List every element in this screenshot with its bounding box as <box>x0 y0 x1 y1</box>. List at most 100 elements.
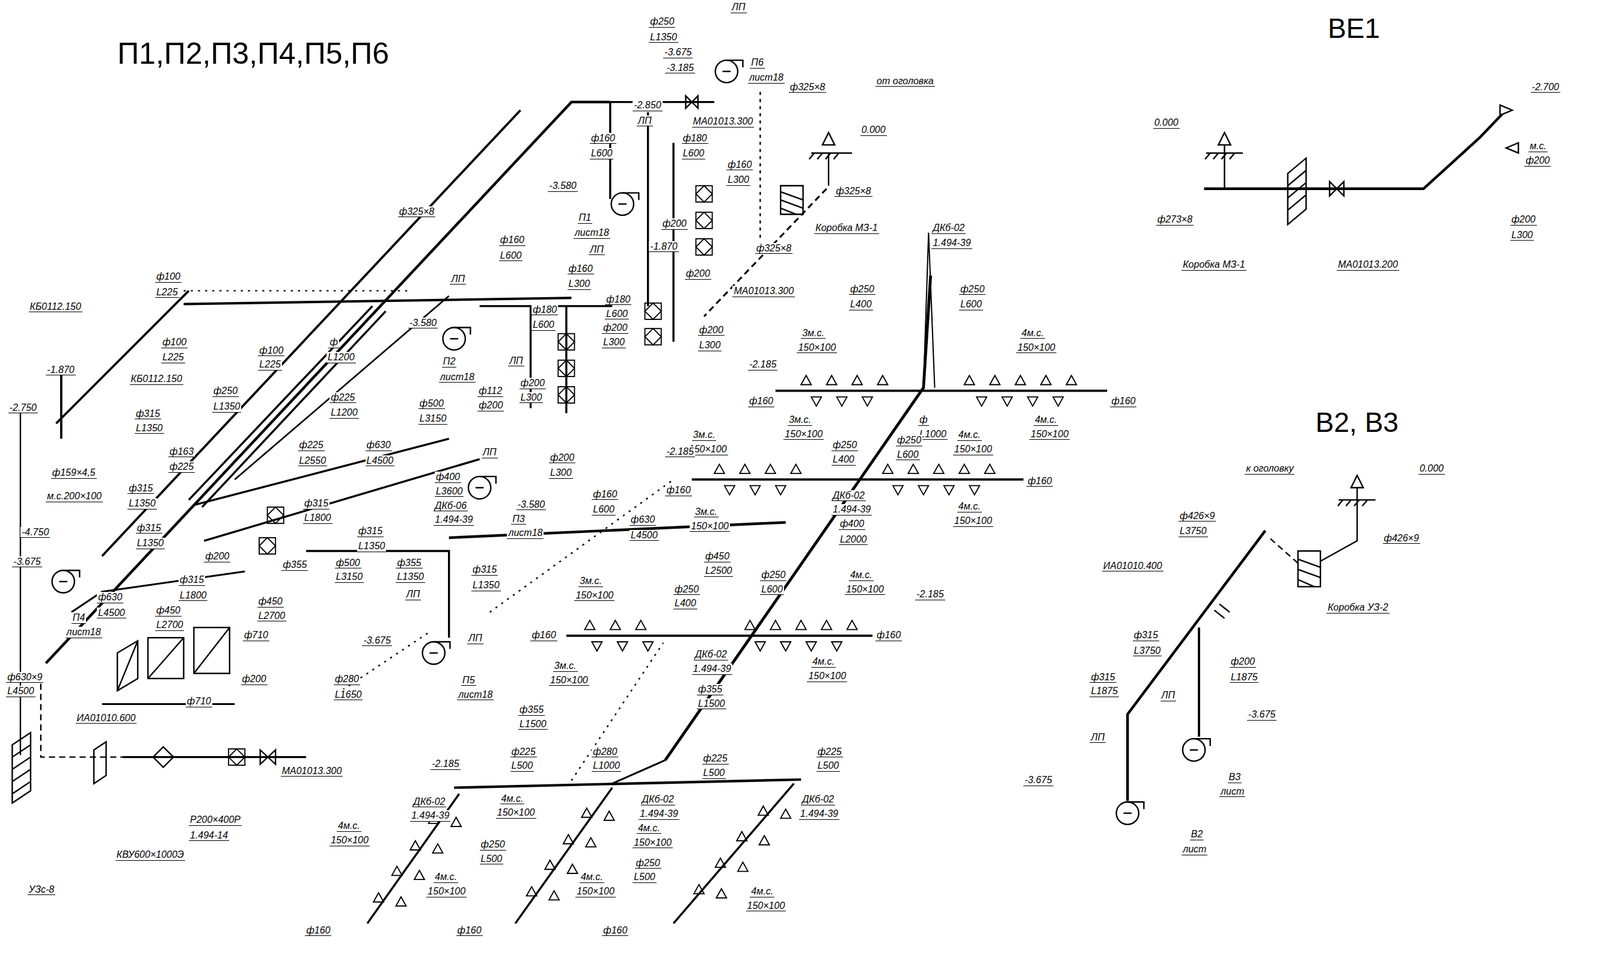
drawing-stroke <box>933 464 945 474</box>
drawing-stroke <box>645 303 662 320</box>
dimension-label: ф250 <box>634 857 662 869</box>
dimension-label: ф710 <box>242 629 270 641</box>
dimension-label: ф315 <box>134 408 162 420</box>
dimension-label: МА01013.300 <box>692 116 755 128</box>
dimension-label: ф315 <box>357 525 384 537</box>
dimension-label: ф355 <box>281 559 308 571</box>
dimension-label: ф280 <box>333 673 361 685</box>
drawing-stroke <box>548 890 560 900</box>
dimension-label: L1875 <box>1229 671 1260 684</box>
dimension-label: ЛП <box>730 1 747 14</box>
dimension-label: 150×100 <box>689 520 730 533</box>
dimension-label: ф225 <box>168 461 195 473</box>
drawing-stroke <box>716 888 727 898</box>
dimension-label: 150×100 <box>574 589 615 602</box>
dimension-label: ф315 <box>303 497 330 510</box>
dimension-label: ф159×4,5 <box>51 467 97 479</box>
dimension-label: ДКб-02 <box>831 490 866 502</box>
dimension-label: L1200 <box>326 351 356 364</box>
dimension-label: ф710 <box>185 695 213 708</box>
dimension-label: лист18 <box>65 626 103 638</box>
dimension-label: МА01013.200 <box>1336 259 1400 271</box>
dimension-label: ф163 <box>168 446 195 458</box>
dimension-label: 0.000 <box>1153 117 1180 129</box>
dimension-label: ЛП <box>467 632 484 644</box>
drawing-stroke <box>1197 627 1201 736</box>
dimension-label: лист18 <box>506 527 544 539</box>
dimension-label: ф500 <box>418 398 445 410</box>
drawing-stroke <box>267 506 284 524</box>
drawing-stroke <box>665 275 931 761</box>
dimension-label: ДКб-02 <box>931 222 966 234</box>
dimension-label: L1800 <box>178 589 209 602</box>
dimension-label: ф250 <box>849 283 876 296</box>
drawing-stroke <box>468 476 497 499</box>
dimension-label: ЛП <box>449 273 466 286</box>
drawing-stroke <box>12 732 31 803</box>
dimension-label: L3150 <box>334 571 365 583</box>
drawing-stroke <box>557 360 575 377</box>
drawing-stroke <box>822 132 835 145</box>
dimension-label: ф355 <box>395 557 423 569</box>
dimension-label: -2.750 <box>8 402 38 414</box>
dimension-label: ф630 <box>365 439 393 451</box>
dimension-label: ф400 <box>434 471 462 483</box>
dimension-label: L1200 <box>329 407 359 419</box>
dimension-label: ф100 <box>161 336 188 349</box>
dimension-label: L1000 <box>591 760 622 772</box>
dimension-label: L1350 <box>134 422 165 435</box>
dimension-label: ф200 <box>519 377 546 390</box>
drawing-stroke <box>228 748 245 765</box>
dimension-label: ф180 <box>604 294 632 306</box>
dimension-label: лист18 <box>456 689 494 701</box>
dimension-label: L400 <box>831 453 856 466</box>
drawing-stroke <box>892 485 904 495</box>
dimension-label: -2.185 <box>665 446 695 458</box>
dimension-label: 3м.с. <box>693 506 719 518</box>
dimension-label: ф160 <box>665 484 692 497</box>
drawing-stroke <box>744 619 756 629</box>
dimension-label: ф180 <box>681 132 709 145</box>
drawing-stroke <box>1182 738 1211 761</box>
drawing-stroke <box>821 619 832 629</box>
drawing-stroke <box>1214 603 1230 619</box>
dimension-label: L1650 <box>333 689 364 701</box>
drawing-stroke <box>122 755 307 758</box>
drawing-stroke <box>770 619 781 629</box>
dimension-label: L3600 <box>434 485 465 498</box>
dimension-label: ф315 <box>178 574 206 586</box>
drawing-stroke <box>758 805 769 815</box>
drawing-stroke <box>1052 396 1064 406</box>
dimension-label: 4м.с. <box>1020 327 1046 340</box>
dimension-label: L1350 <box>471 579 501 592</box>
drawing-stroke <box>775 389 1108 393</box>
dimension-label: ф160 <box>1109 395 1137 408</box>
dimension-label: -2.185 <box>747 358 778 371</box>
drawing-stroke <box>203 458 480 541</box>
drawing-stroke <box>117 640 138 691</box>
drawing-stroke <box>695 185 712 203</box>
dimension-label: 150×100 <box>844 583 886 596</box>
dimension-label: ф325×8 <box>755 242 793 255</box>
dimension-label: ф250 <box>831 439 859 451</box>
dimension-label: ДКб-02 <box>693 648 729 661</box>
dimension-label: ДКб-02 <box>800 793 836 806</box>
dimension-label: 4м.с. <box>957 429 982 441</box>
drawing-stroke <box>306 550 450 638</box>
drawing-stroke <box>490 479 674 613</box>
dimension-label: L300 <box>1510 229 1535 242</box>
dimension-label: 150×100 <box>796 342 837 354</box>
dimension-label: L1350 <box>127 497 157 510</box>
dimension-label: -3.580 <box>516 499 546 511</box>
dimension-label: П5 <box>461 674 477 687</box>
drawing-stroke <box>673 783 794 923</box>
dimension-label: ф450 <box>257 595 284 608</box>
drawing-stroke <box>724 485 735 495</box>
drawing-stroke <box>976 396 987 406</box>
dimension-label: 4м.с. <box>811 655 836 668</box>
drawing-stroke <box>183 297 572 304</box>
drawing-stroke <box>964 375 975 385</box>
section-title: В2, В3 <box>1314 408 1400 436</box>
dimension-label: ИА01010.400 <box>1102 560 1164 572</box>
